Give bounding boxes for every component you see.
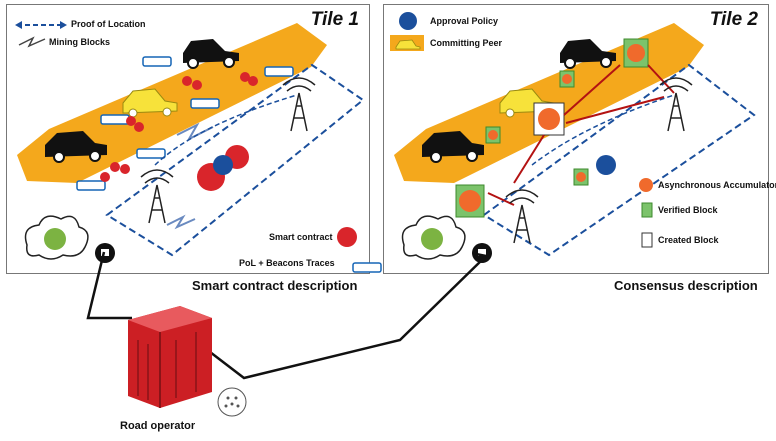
lock-node: [472, 243, 492, 263]
cable-operator-right: [209, 255, 487, 380]
black-car-top: [183, 39, 239, 69]
mining-blocks-icon: [18, 36, 46, 48]
async-accumulators: [459, 44, 645, 212]
beacon-link-1: [154, 94, 298, 166]
mining-bolt-2: [166, 214, 196, 230]
yellow-car: [122, 88, 178, 118]
beacon-tower-left: [505, 189, 539, 244]
approval-policy-icon: [399, 12, 417, 30]
hyperledger-cloud: [401, 215, 466, 260]
beacon-zone: [482, 63, 756, 257]
tile-2-scene: [390, 12, 756, 263]
small-smart-contracts: [100, 72, 258, 182]
black-car-bottom: [45, 131, 107, 163]
hub-disk-icon: [217, 387, 247, 417]
beacon-tower-right: [282, 77, 316, 132]
legend-committing-peer: Committing Peer: [430, 38, 503, 48]
cable-tile1: [86, 251, 132, 320]
cable-tile2: [475, 252, 487, 258]
async-accumulator-legend-icon: [639, 178, 653, 192]
pol-beacon-traces: [76, 56, 382, 273]
verified-block-legend-icon: [641, 202, 653, 218]
legend-verified-block: Verified Block: [658, 205, 718, 215]
hyperledger-cloud: [24, 215, 89, 260]
tile-1-title: Tile 1: [310, 9, 359, 30]
legend-approval-policy: Approval Policy: [430, 16, 499, 26]
tile-1: Tile 1: [6, 4, 382, 274]
legend-mining-blocks: Mining Blocks: [49, 37, 111, 47]
black-car-bottom: [422, 131, 484, 163]
big-smart-contracts: [197, 145, 357, 247]
beacon-zone: [105, 63, 365, 257]
approval-policy-marker: [596, 155, 616, 175]
legend-pol-beacons: PoL + Beacons Traces: [239, 258, 335, 268]
tile-2: Tile 2: [383, 4, 776, 274]
tile-2-title: Tile 2: [709, 9, 758, 30]
tile-1-scene: [15, 21, 382, 273]
beacon-tower-right: [659, 77, 693, 132]
beacon-tower-left: [140, 169, 174, 224]
legend-smart-contract: Smart contract: [269, 232, 333, 242]
tile-2-caption: Consensus description: [614, 278, 758, 293]
road-operator-server-icon: [128, 280, 212, 408]
proof-of-location-icon: [15, 21, 67, 29]
created-block-legend-icon: [641, 232, 653, 248]
consensus-arrows: [487, 64, 675, 206]
road-operator-label: Road operator: [120, 420, 196, 432]
black-car-top: [560, 39, 616, 69]
tile-1-caption: Smart contract description: [192, 278, 358, 293]
legend-proof-of-location: Proof of Location: [71, 19, 146, 29]
beacon-link: [531, 94, 675, 166]
legend-created-block: Created Block: [658, 235, 719, 245]
legend-async-accumulator: Asynchronous Accumulator: [658, 180, 776, 190]
